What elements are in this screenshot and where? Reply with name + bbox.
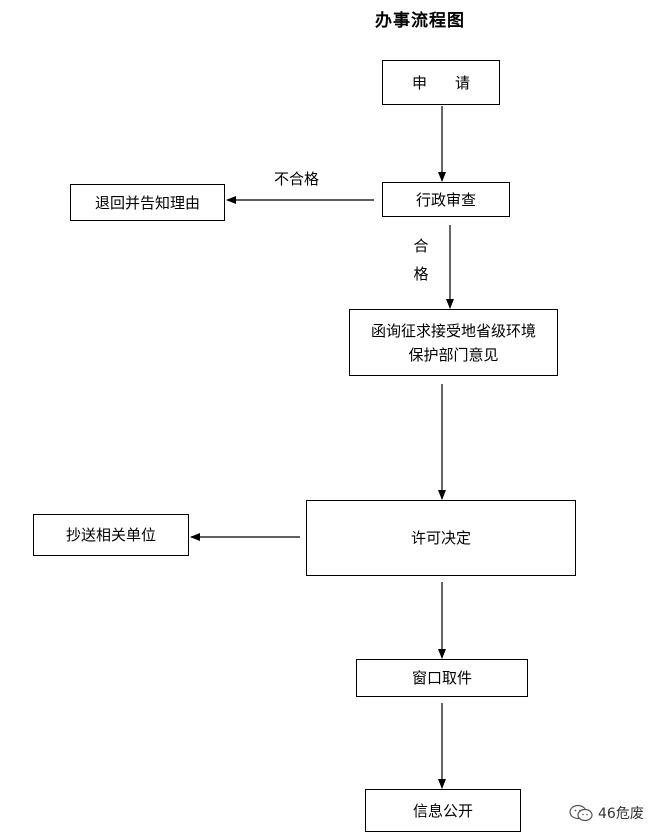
node-review: 行政审查 bbox=[382, 182, 510, 217]
edge-label-fail: 不合格 bbox=[274, 170, 320, 188]
node-return: 退回并告知理由 bbox=[70, 184, 225, 221]
node-pickup: 窗口取件 bbox=[356, 659, 528, 697]
wechat-icon bbox=[569, 804, 593, 822]
node-apply: 申请 bbox=[382, 60, 500, 105]
diagram-title: 办事流程图 bbox=[375, 11, 465, 31]
node-disclose: 信息公开 bbox=[365, 789, 521, 832]
node-decision: 许可决定 bbox=[306, 500, 576, 576]
watermark: 46危废 bbox=[568, 803, 644, 823]
watermark-text: 46危废 bbox=[598, 806, 644, 822]
node-cc: 抄送相关单位 bbox=[33, 514, 189, 556]
edge-label-pass: 合格 bbox=[413, 237, 429, 283]
node-consult: 函询征求接受地省级环境保护部门意见 bbox=[349, 309, 558, 376]
